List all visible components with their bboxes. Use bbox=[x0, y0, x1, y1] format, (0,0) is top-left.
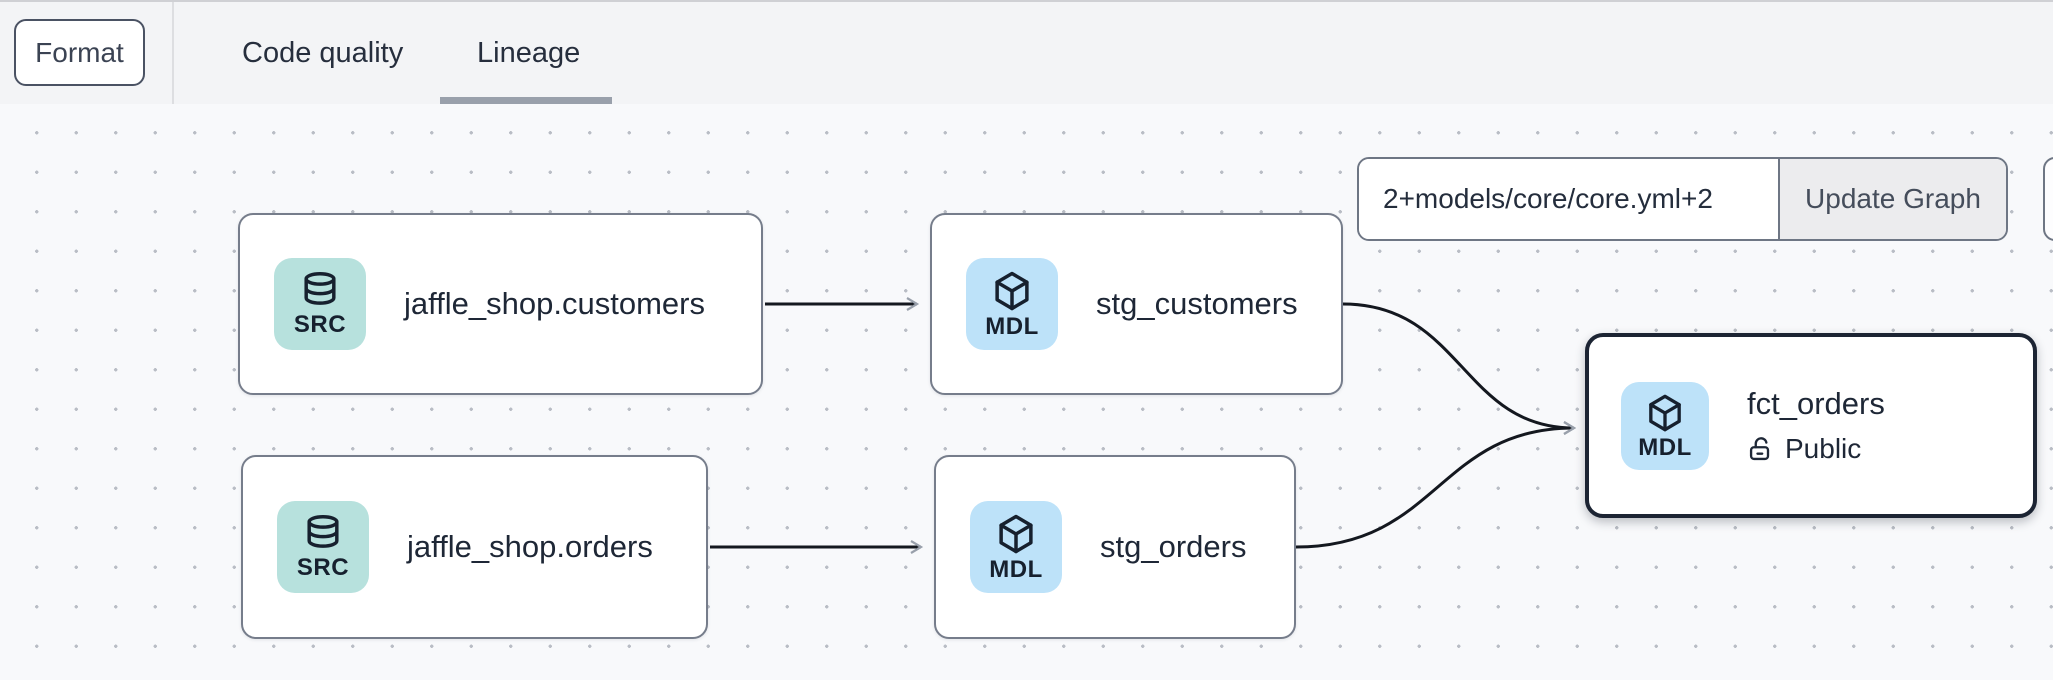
node-label: jaffle_shop.orders bbox=[407, 529, 653, 564]
cube-icon bbox=[999, 514, 1033, 554]
active-tab-indicator bbox=[440, 97, 612, 104]
node-access: Public bbox=[1747, 430, 1885, 468]
node-model-stg-orders[interactable]: MDL stg_orders bbox=[934, 455, 1296, 639]
model-node-badge: MDL bbox=[970, 501, 1062, 593]
node-label: stg_customers bbox=[1096, 286, 1298, 321]
node-label: jaffle_shop.customers bbox=[404, 286, 705, 321]
toolbar: Format Code quality Lineage bbox=[0, 0, 2053, 104]
node-type-label: SRC bbox=[293, 311, 347, 338]
tab-code-quality[interactable]: Code quality bbox=[242, 36, 404, 69]
tab-lineage[interactable]: Lineage bbox=[477, 36, 581, 69]
node-type-label: MDL bbox=[1638, 433, 1692, 461]
format-button[interactable]: Format bbox=[14, 19, 145, 86]
node-label: stg_orders bbox=[1100, 529, 1247, 564]
lock-open-icon bbox=[1749, 436, 1770, 460]
toolbar-divider bbox=[172, 2, 174, 104]
cube-icon bbox=[1649, 394, 1681, 431]
cube-icon bbox=[995, 271, 1029, 311]
source-node-badge: SRC bbox=[274, 258, 366, 350]
node-access-label: Public bbox=[1785, 432, 1862, 464]
database-icon bbox=[307, 515, 339, 548]
node-type-label: SRC bbox=[296, 554, 350, 581]
model-node-badge: MDL bbox=[1621, 381, 1709, 470]
source-node-badge: SRC bbox=[277, 501, 369, 593]
model-node-badge: MDL bbox=[966, 258, 1058, 350]
clipped-right-button[interactable] bbox=[2043, 157, 2053, 241]
node-text: fct_orders Public bbox=[1747, 384, 1885, 468]
graph-selector-input[interactable] bbox=[1359, 159, 1778, 239]
graph-selector-group: Update Graph bbox=[1357, 157, 2008, 241]
update-graph-button[interactable]: Update Graph bbox=[1778, 159, 2006, 239]
node-model-stg-customers[interactable]: MDL stg_customers bbox=[930, 213, 1343, 395]
node-type-label: MDL bbox=[985, 313, 1039, 340]
database-icon bbox=[304, 272, 336, 305]
node-source-jaffle-shop-orders[interactable]: SRC jaffle_shop.orders bbox=[241, 455, 708, 639]
node-model-fct-orders[interactable]: MDL fct_orders Public bbox=[1585, 333, 2037, 518]
node-type-label: MDL bbox=[989, 556, 1043, 583]
node-label: fct_orders bbox=[1747, 385, 1885, 421]
node-source-jaffle-shop-customers[interactable]: SRC jaffle_shop.customers bbox=[238, 213, 763, 395]
